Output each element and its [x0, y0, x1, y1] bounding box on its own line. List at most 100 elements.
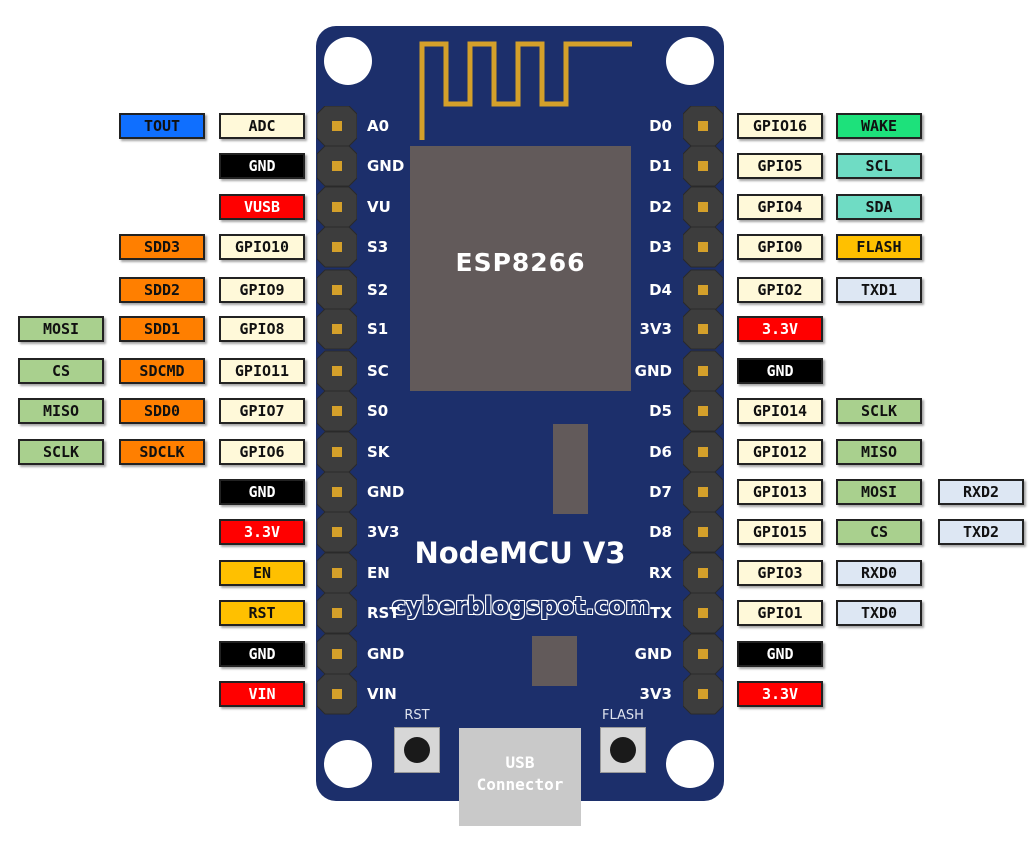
pin-pad — [698, 649, 708, 659]
usb-connector — [459, 728, 581, 826]
right-pin-silk-d7: D7 — [649, 483, 672, 501]
left-pin-silk-3v3: 3V3 — [367, 523, 400, 541]
right-pin-silk-3v3: 3V3 — [639, 320, 672, 338]
right-pin-label-sclk: SCLK — [836, 398, 922, 424]
pin-pad — [332, 487, 342, 497]
pin-pad — [332, 242, 342, 252]
small-component — [532, 636, 577, 686]
flash-button-label: FLASH — [602, 708, 644, 723]
left-pin-label-tout: TOUT — [119, 113, 205, 139]
left-pin-silk-a0: A0 — [367, 117, 390, 135]
left-pin-silk-rst: RST — [367, 604, 400, 622]
usb-label-line2: Connector — [476, 775, 564, 794]
left-pin-label-sdd2: SDD2 — [119, 277, 205, 303]
pin-pad — [698, 406, 708, 416]
left-pin-label-gpio8: GPIO8 — [219, 316, 305, 342]
pin-pad — [698, 689, 708, 699]
left-pin-label-gpio10: GPIO10 — [219, 234, 305, 260]
left-pin-silk-gnd: GND — [367, 157, 405, 175]
pin-pad — [698, 527, 708, 537]
left-pin-label-sdclk: SDCLK — [119, 439, 205, 465]
pin-pad — [698, 568, 708, 578]
right-pin-silk-d0: D0 — [649, 117, 672, 135]
left-pin-silk-gnd: GND — [367, 645, 405, 663]
right-pin-label-txd2: TXD2 — [938, 519, 1024, 545]
right-pin-label-gnd: GND — [737, 641, 823, 667]
pin-pad — [332, 324, 342, 334]
pin-pad — [332, 202, 342, 212]
right-pin-label-miso: MISO — [836, 439, 922, 465]
left-pin-silk-sc: SC — [367, 362, 389, 380]
left-pin-label-gpio6: GPIO6 — [219, 439, 305, 465]
left-pin-label-sdd0: SDD0 — [119, 398, 205, 424]
right-pin-label-rxd2: RXD2 — [938, 479, 1024, 505]
right-pin-silk-d1: D1 — [649, 157, 672, 175]
mounting-hole — [324, 740, 372, 788]
right-pin-header — [683, 106, 723, 715]
right-pin-silk-gnd: GND — [634, 645, 672, 663]
board-title: NodeMCU V3 — [414, 536, 626, 570]
left-pin-label-sdcmd: SDCMD — [119, 358, 205, 384]
chip-label: ESP8266 — [455, 248, 586, 277]
pin-pad — [332, 689, 342, 699]
right-pin-label-gpio14: GPIO14 — [737, 398, 823, 424]
pin-pad — [698, 161, 708, 171]
left-pin-label-gpio11: GPIO11 — [219, 358, 305, 384]
usb-label-line1: USB — [505, 753, 535, 772]
right-pin-silk-3v3: 3V3 — [639, 685, 672, 703]
right-pin-label-rxd0: RXD0 — [836, 560, 922, 586]
left-pin-silk-vu: VU — [367, 198, 391, 216]
left-pin-silk-s3: S3 — [367, 238, 389, 256]
pin-pad — [332, 161, 342, 171]
pin-pad — [698, 324, 708, 334]
left-pin-label-rst: RST — [219, 600, 305, 626]
left-pin-label-gpio9: GPIO9 — [219, 277, 305, 303]
right-pin-label-mosi: MOSI — [836, 479, 922, 505]
left-pin-label-gnd: GND — [219, 153, 305, 179]
left-pin-label-sdd1: SDD1 — [119, 316, 205, 342]
right-pin-label-gpio2: GPIO2 — [737, 277, 823, 303]
usb-connector-label: USB Connector — [459, 752, 581, 796]
left-pin-silk-gnd: GND — [367, 483, 405, 501]
pcb-antenna-icon — [419, 41, 632, 140]
flash-button[interactable] — [600, 727, 646, 773]
right-pin-silk-d3: D3 — [649, 238, 672, 256]
left-pin-label-gpio7: GPIO7 — [219, 398, 305, 424]
pin-pad — [698, 285, 708, 295]
left-pin-silk-en: EN — [367, 564, 390, 582]
left-pin-label-cs: CS — [18, 358, 104, 384]
left-pin-label-miso: MISO — [18, 398, 104, 424]
right-pin-label-txd0: TXD0 — [836, 600, 922, 626]
left-pin-silk-s0: S0 — [367, 402, 389, 420]
right-pin-label-gnd: GND — [737, 358, 823, 384]
left-pin-label-gnd: GND — [219, 479, 305, 505]
pin-pad — [332, 366, 342, 376]
right-pin-label-gpio1: GPIO1 — [737, 600, 823, 626]
pin-pad — [698, 202, 708, 212]
right-pin-silk-d4: D4 — [649, 281, 672, 299]
pin-pad — [332, 608, 342, 618]
pin-pad — [698, 608, 708, 618]
right-pin-label-3-3v: 3.3V — [737, 681, 823, 707]
left-pin-label-vin: VIN — [219, 681, 305, 707]
mounting-hole — [324, 37, 372, 85]
right-pin-silk-rx: RX — [648, 564, 672, 582]
right-pin-silk-d5: D5 — [649, 402, 672, 420]
left-pin-silk-sk: SK — [367, 443, 390, 461]
right-pin-label-gpio15: GPIO15 — [737, 519, 823, 545]
rst-button[interactable] — [394, 727, 440, 773]
pin-pad — [332, 406, 342, 416]
right-pin-label-gpio0: GPIO0 — [737, 234, 823, 260]
pin-pad — [332, 649, 342, 659]
pin-pad — [332, 285, 342, 295]
left-pin-label-gnd: GND — [219, 641, 305, 667]
left-pin-label-sclk: SCLK — [18, 439, 104, 465]
right-pin-label-cs: CS — [836, 519, 922, 545]
pin-pad — [332, 568, 342, 578]
right-pin-label-gpio12: GPIO12 — [737, 439, 823, 465]
pin-pad — [332, 121, 342, 131]
left-pin-label-en: EN — [219, 560, 305, 586]
left-pin-header — [317, 106, 357, 715]
right-pin-silk-d2: D2 — [649, 198, 672, 216]
